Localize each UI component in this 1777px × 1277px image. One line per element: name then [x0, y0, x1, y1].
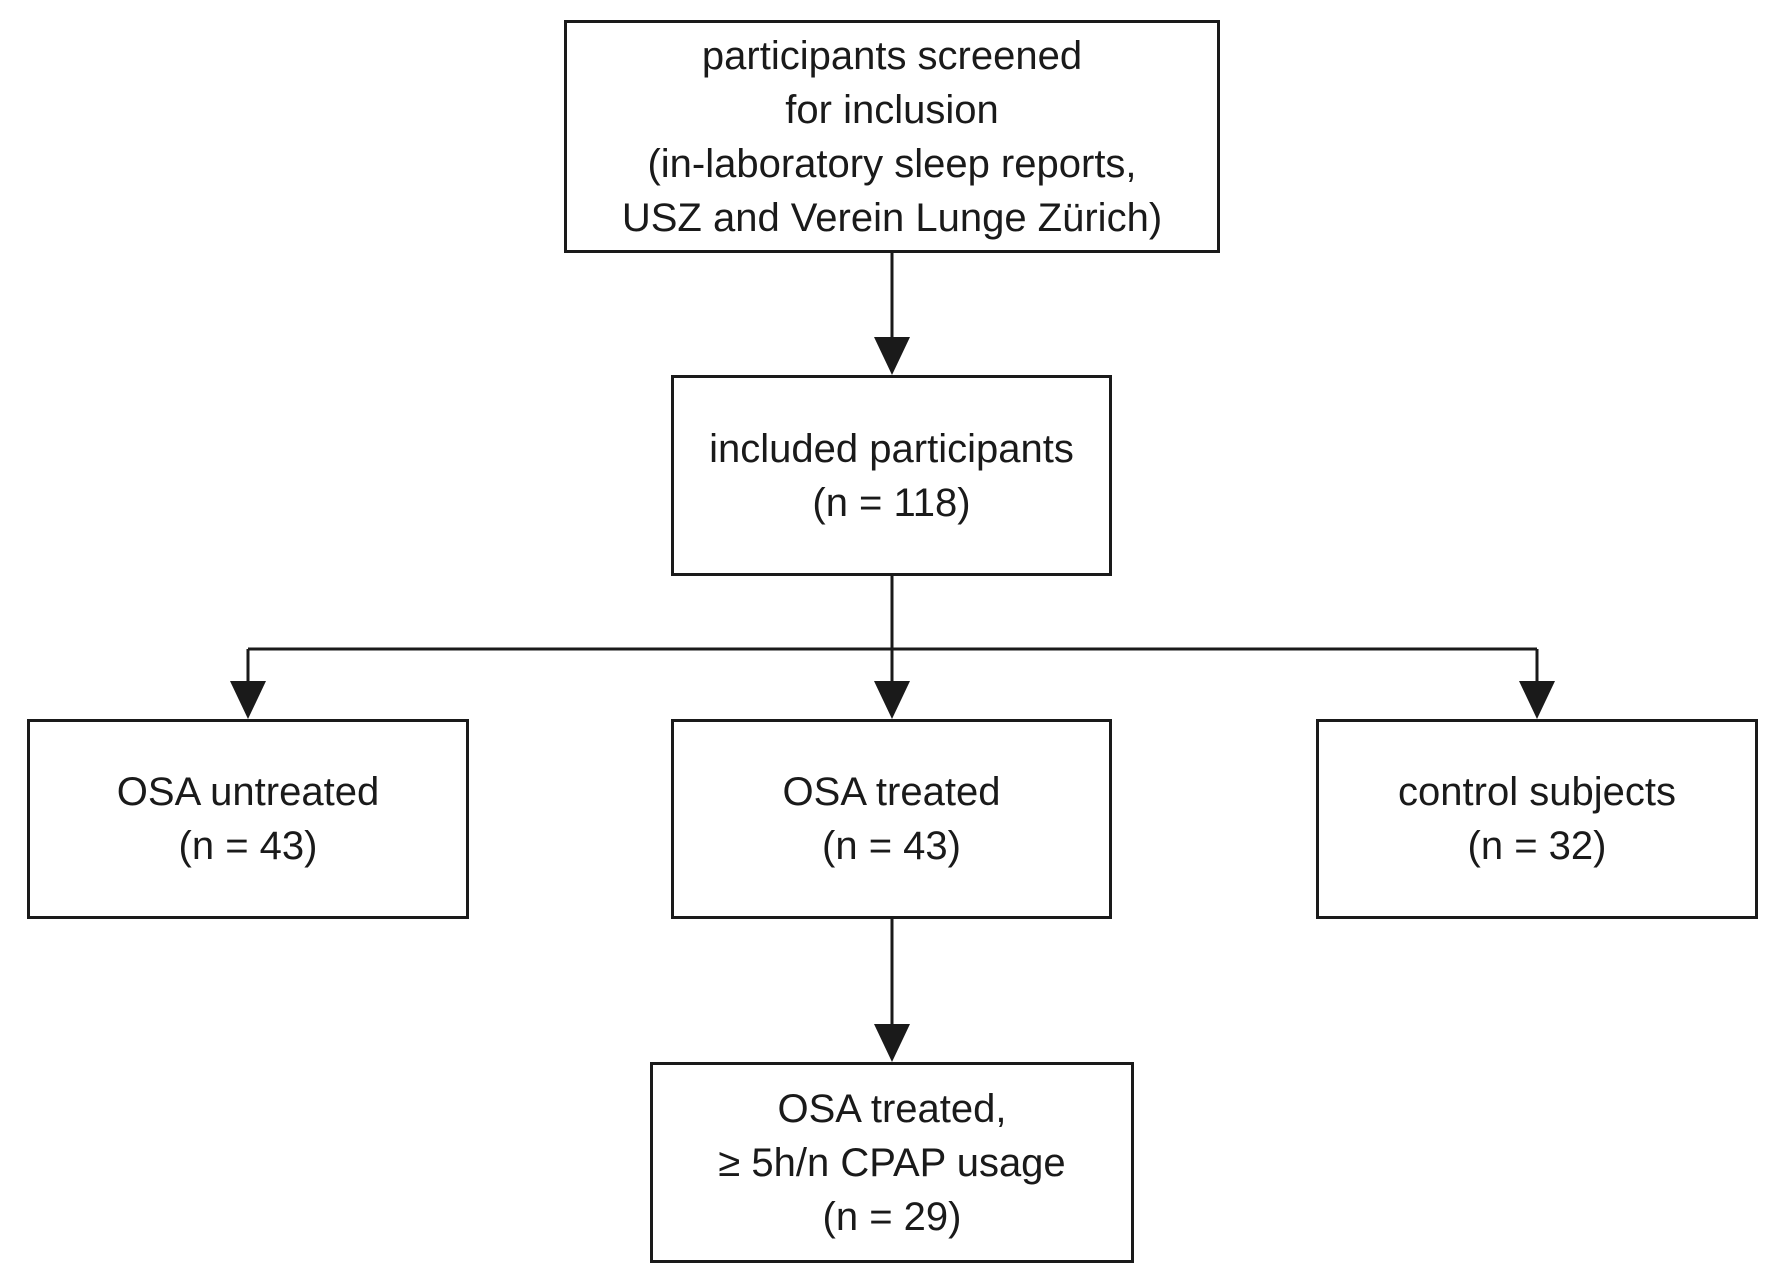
treated-label: OSA treated: [782, 770, 1001, 814]
screened-line-3: (in-laboratory sleep reports,: [647, 141, 1137, 186]
control-label: control subjects: [1398, 770, 1676, 814]
edge-included-split: [248, 576, 1537, 695]
arrowhead-icon: [1519, 681, 1555, 719]
osa-untreated-box: OSA untreated (n = 43): [27, 719, 469, 919]
screened-line-4: USZ and Verein Lunge Zürich): [621, 195, 1163, 240]
included-participants-box: included participants (n = 118): [671, 375, 1112, 576]
osa-treated-box: OSA treated (n = 43): [671, 719, 1112, 919]
edge-screened-included: [874, 253, 910, 375]
osa-treated-cpap-box: OSA treated, ≥ 5h/n CPAP usage (n = 29): [650, 1062, 1134, 1263]
screened-participants-box: participants screened for inclusion (in-…: [564, 20, 1220, 253]
included-label: included participants: [709, 426, 1074, 471]
edge-included-control: [1519, 649, 1555, 719]
edge-treated-cpap: [874, 919, 910, 1062]
control-subjects-box: control subjects (n = 32): [1316, 719, 1758, 919]
arrowhead-icon: [874, 337, 910, 375]
arrowhead-icon: [874, 681, 910, 719]
treated-count: (n = 43): [822, 824, 961, 868]
untreated-label: OSA untreated: [116, 770, 380, 814]
untreated-count: (n = 43): [178, 824, 318, 868]
edge-included-untreated: [230, 649, 266, 719]
cpap-count: (n = 29): [822, 1194, 962, 1239]
arrowhead-icon: [874, 1024, 910, 1062]
cpap-line-1: OSA treated,: [777, 1086, 1007, 1131]
arrowhead-icon: [230, 681, 266, 719]
screened-line-2: for inclusion: [785, 87, 999, 132]
screened-line-1: participants screened: [701, 33, 1083, 78]
cpap-line-2: ≥ 5h/n CPAP usage: [718, 1140, 1066, 1185]
control-count: (n = 32): [1467, 824, 1607, 868]
included-count: (n = 118): [812, 480, 971, 525]
edge-included-treated: [874, 681, 910, 719]
